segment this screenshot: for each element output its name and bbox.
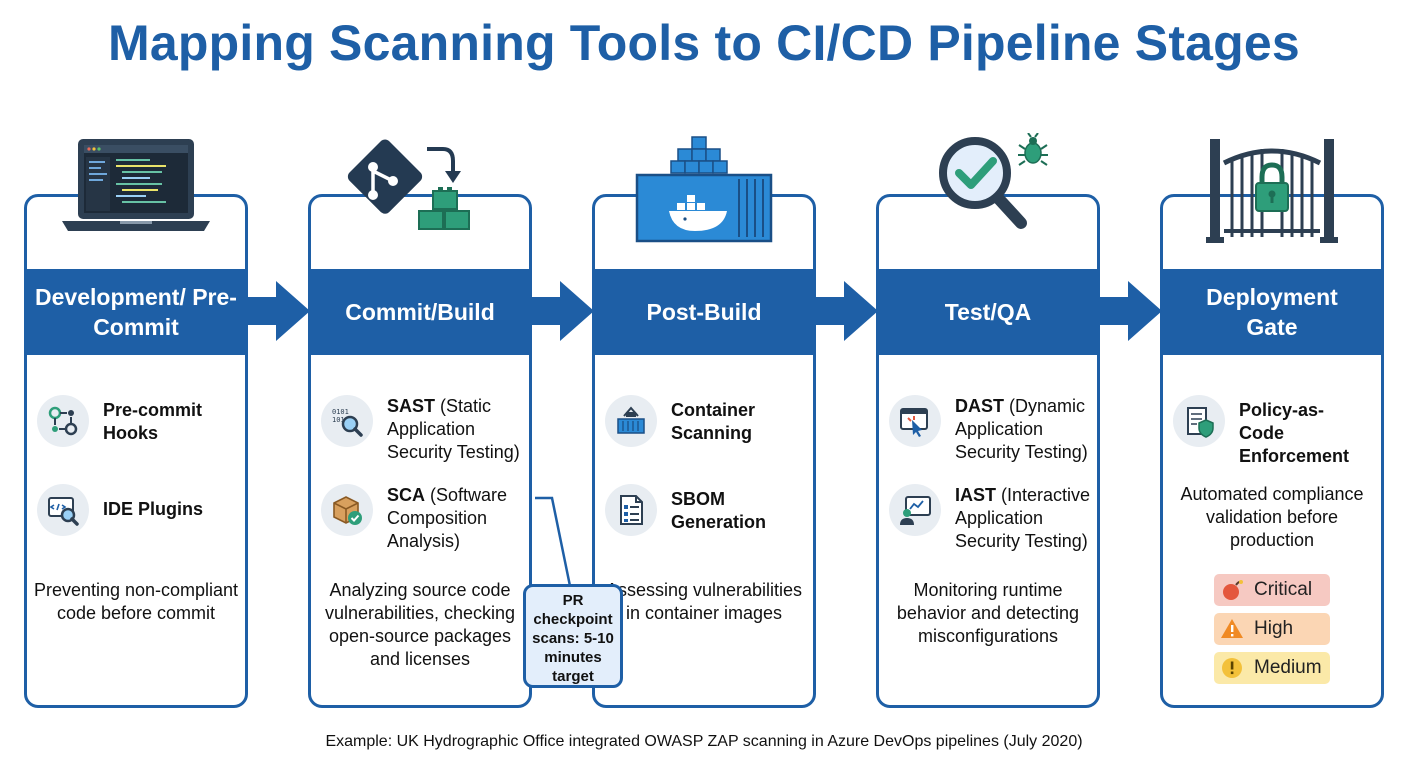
stage-description: Preventing non-compliant code before com…	[33, 580, 239, 623]
stage-card-development: Development/ Pre-Commit Pre-commit Hooks…	[24, 139, 248, 708]
severity-label: Critical	[1254, 579, 1313, 600]
stage-header: Commit/Build	[308, 269, 532, 355]
footnote-example: Example: UK Hydrographic Office integrat…	[325, 733, 1083, 750]
hooks-gears-icon	[37, 395, 89, 447]
tool-container-scanning: Container Scanning	[605, 395, 809, 447]
tool-detail: (Software Composition Analysis)	[387, 485, 508, 551]
callout-connector	[535, 496, 572, 587]
monitor-user-icon	[889, 484, 941, 536]
stage-description: Analyzing source code vulnerabilities, c…	[324, 580, 516, 669]
stage-header: Post-Build	[592, 269, 816, 355]
git-build-icon	[311, 133, 529, 261]
stage-header: Development/ Pre-Commit	[24, 269, 248, 355]
stage-description: Assessing vulnerabilities in container i…	[605, 580, 803, 623]
tool-label: SBOM Generation	[671, 489, 767, 532]
stage-card-commit-build: Commit/Build 0101 1010 SAST (Static Appl…	[308, 139, 532, 708]
tool-ide-plugins: IDE Plugins	[37, 484, 241, 536]
tool-label: SAST	[387, 396, 436, 416]
flow-arrow-4	[1100, 281, 1162, 341]
tool-sast: 0101 1010 SAST (Static Application Secur…	[321, 395, 525, 464]
tool-detail: (Interactive Application Security Testin…	[955, 485, 1091, 551]
package-check-icon	[321, 484, 373, 536]
warning-icon	[1220, 617, 1244, 641]
stage-header: Deployment Gate	[1160, 269, 1384, 355]
tool-policy-as-code: Policy-as-Code Enforcement	[1173, 395, 1377, 468]
severity-badge-medium: Medium	[1214, 652, 1330, 684]
docker-container-icon	[595, 133, 813, 261]
tool-pre-commit-hooks: Pre-commit Hooks	[37, 395, 241, 447]
tool-label: IAST	[955, 485, 997, 505]
stage-card-test-qa: Test/QA DAST (Dynamic Application Securi…	[876, 133, 1100, 708]
flow-arrow-2	[532, 281, 594, 341]
tool-label: SCA	[387, 485, 426, 505]
severity-badge-high: High	[1214, 613, 1330, 645]
severity-label: Medium	[1254, 657, 1322, 678]
stage-card-post-build: Post-Build Container Scanning SBOM Gener…	[592, 136, 816, 708]
browser-attack-icon	[889, 395, 941, 447]
stage-description: Automated compliance validation before p…	[1180, 484, 1364, 550]
tool-detail: (Static Application Security Testing)	[387, 396, 520, 462]
severity-label: High	[1254, 618, 1294, 639]
stage-header: Test/QA	[876, 269, 1100, 355]
magnifier-bug-icon	[879, 133, 1097, 261]
page-title: Mapping Scanning Tools to CI/CD Pipeline…	[108, 15, 1300, 71]
tool-sca: SCA (Software Composition Analysis)	[321, 484, 525, 553]
flow-arrow-1	[248, 281, 310, 341]
tool-label: Container Scanning	[671, 400, 756, 443]
tool-iast: IAST (Interactive Application Security T…	[889, 484, 1093, 553]
tool-label: Policy-as-Code Enforcement	[1239, 400, 1350, 466]
svg-text:1010: 1010	[332, 416, 349, 424]
tool-label: Pre-commit Hooks	[103, 400, 203, 443]
stage-description: Monitoring runtime behavior and detectin…	[896, 580, 1080, 646]
flow-arrow-3	[816, 281, 878, 341]
svg-text:0101: 0101	[332, 408, 349, 416]
gate-lock-icon	[1163, 133, 1381, 261]
pr-checkpoint-callout: PR checkpoint scans: 5-10 minutes target	[523, 584, 623, 688]
container-scan-icon	[605, 395, 657, 447]
binary-magnifier-icon: 0101 1010	[321, 395, 373, 447]
exclamation-icon	[1220, 656, 1244, 680]
severity-badge-critical: Critical	[1214, 574, 1330, 606]
policy-shield-icon	[1173, 395, 1225, 447]
tool-dast: DAST (Dynamic Application Security Testi…	[889, 395, 1093, 464]
ide-magnifier-icon	[37, 484, 89, 536]
sbom-list-icon	[605, 484, 657, 536]
tool-label: DAST	[955, 396, 1004, 416]
tool-label: IDE Plugins	[103, 499, 204, 519]
tool-detail: (Dynamic Application Security Testing)	[955, 396, 1088, 462]
bomb-icon	[1220, 578, 1244, 602]
laptop-code-icon	[27, 133, 245, 261]
tool-sbom-generation: SBOM Generation	[605, 484, 809, 536]
